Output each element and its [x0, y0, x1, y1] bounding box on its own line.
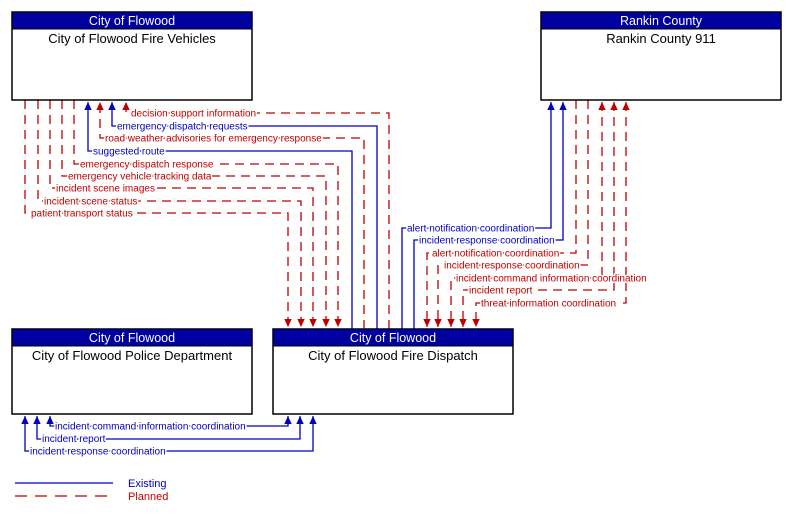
flow-line-incident-scene-images [49, 100, 317, 327]
flow-label-incident-response-coordination-pd: incident response coordination [30, 447, 166, 458]
entity-box-fire-vehicles: City of Flowood City of Flowood Fire Veh… [11, 11, 253, 101]
flow-line-threat-information-coordination-planned [472, 102, 630, 327]
entity-name-fire-dispatch: City of Flowood Fire Dispatch [308, 348, 478, 363]
flow-line-incident-report-pd [33, 416, 304, 440]
flow-label-incident-scene-images: incident scene images [56, 184, 155, 195]
entity-header-fire-dispatch [272, 328, 514, 347]
flow-line-decision-support-information [122, 102, 390, 329]
entity-name-fire-vehicles: City of Flowood Fire Vehicles [48, 31, 216, 46]
entity-name-police: City of Flowood Police Department [32, 348, 233, 363]
flow-label-incident-command-information-coordination-planned: incident command information coordinatio… [456, 274, 647, 285]
entity-header-label-fire-vehicles: City of Flowood [89, 14, 175, 28]
entity-header-police [11, 328, 253, 347]
legend: Existing Planned [15, 478, 168, 503]
flow-label-incident-command-information-coordination-pd: incident command information coordinatio… [55, 422, 246, 433]
entity-box-rankin-911: Rankin County Rankin County 911 [540, 11, 782, 101]
entity-header-fire-vehicles [11, 11, 253, 30]
entity-header-label-rankin-911: Rankin County [620, 14, 703, 28]
flow-label-road-weather-advisories: road weather advisories for emergency re… [105, 134, 322, 145]
entity-header-rankin-911 [540, 11, 782, 30]
flow-line-patient-transport-status [24, 100, 292, 327]
flow-line-incident-scene-status [37, 100, 305, 327]
flow-line-emergency-dispatch-requests [108, 102, 378, 329]
flow-label-threat-information-coordination-planned: threat information coordination [481, 299, 616, 310]
flow-label-emergency-dispatch-response: emergency dispatch response [80, 160, 214, 171]
flow-label-incident-response-coordination-planned: incident response coordination [444, 261, 580, 272]
entity-box-fire-dispatch: City of Flowood City of Flowood Fire Dis… [272, 328, 514, 415]
flow-line-incident-response-coordination-pd [21, 416, 317, 452]
legend-planned-label: Planned [128, 491, 168, 503]
flow-label-suggested-route: suggested route [93, 147, 165, 158]
flow-label-incident-response-coordination-existing: incident response coordination [419, 236, 555, 247]
entity-header-label-police: City of Flowood [89, 331, 175, 345]
flow-line-suggested-route [84, 102, 353, 329]
flow-label-decision-support-information: decision support information [131, 109, 256, 120]
flow-line-incident-command-information-coordination-planned [447, 102, 606, 327]
flow-line-emergency-vehicle-tracking-data [61, 100, 330, 327]
entity-box-police: City of Flowood City of Flowood Police D… [11, 328, 253, 415]
flow-line-emergency-dispatch-response [73, 100, 342, 327]
flow-label-patient-transport-status: patient transport status [31, 209, 133, 220]
flow-label-incident-report-pd: incident report [42, 434, 106, 445]
legend-existing-label: Existing [128, 478, 167, 490]
flow-label-incident-scene-status: incident scene status [44, 197, 137, 208]
flow-line-road-weather-advisories [96, 102, 365, 329]
entity-name-rankin-911: Rankin County 911 [606, 31, 716, 46]
flow-label-incident-report-planned: incident report [469, 286, 533, 297]
flow-label-emergency-dispatch-requests: emergency dispatch requests [117, 122, 248, 133]
flow-label-emergency-vehicle-tracking-data: emergency vehicle tracking data [68, 172, 212, 183]
flow-label-alert-notification-coordination-existing: alert notification coordination [407, 224, 534, 235]
flow-label-alert-notification-coordination-planned: alert notification coordination [432, 249, 559, 260]
entity-header-label-fire-dispatch: City of Flowood [350, 331, 436, 345]
